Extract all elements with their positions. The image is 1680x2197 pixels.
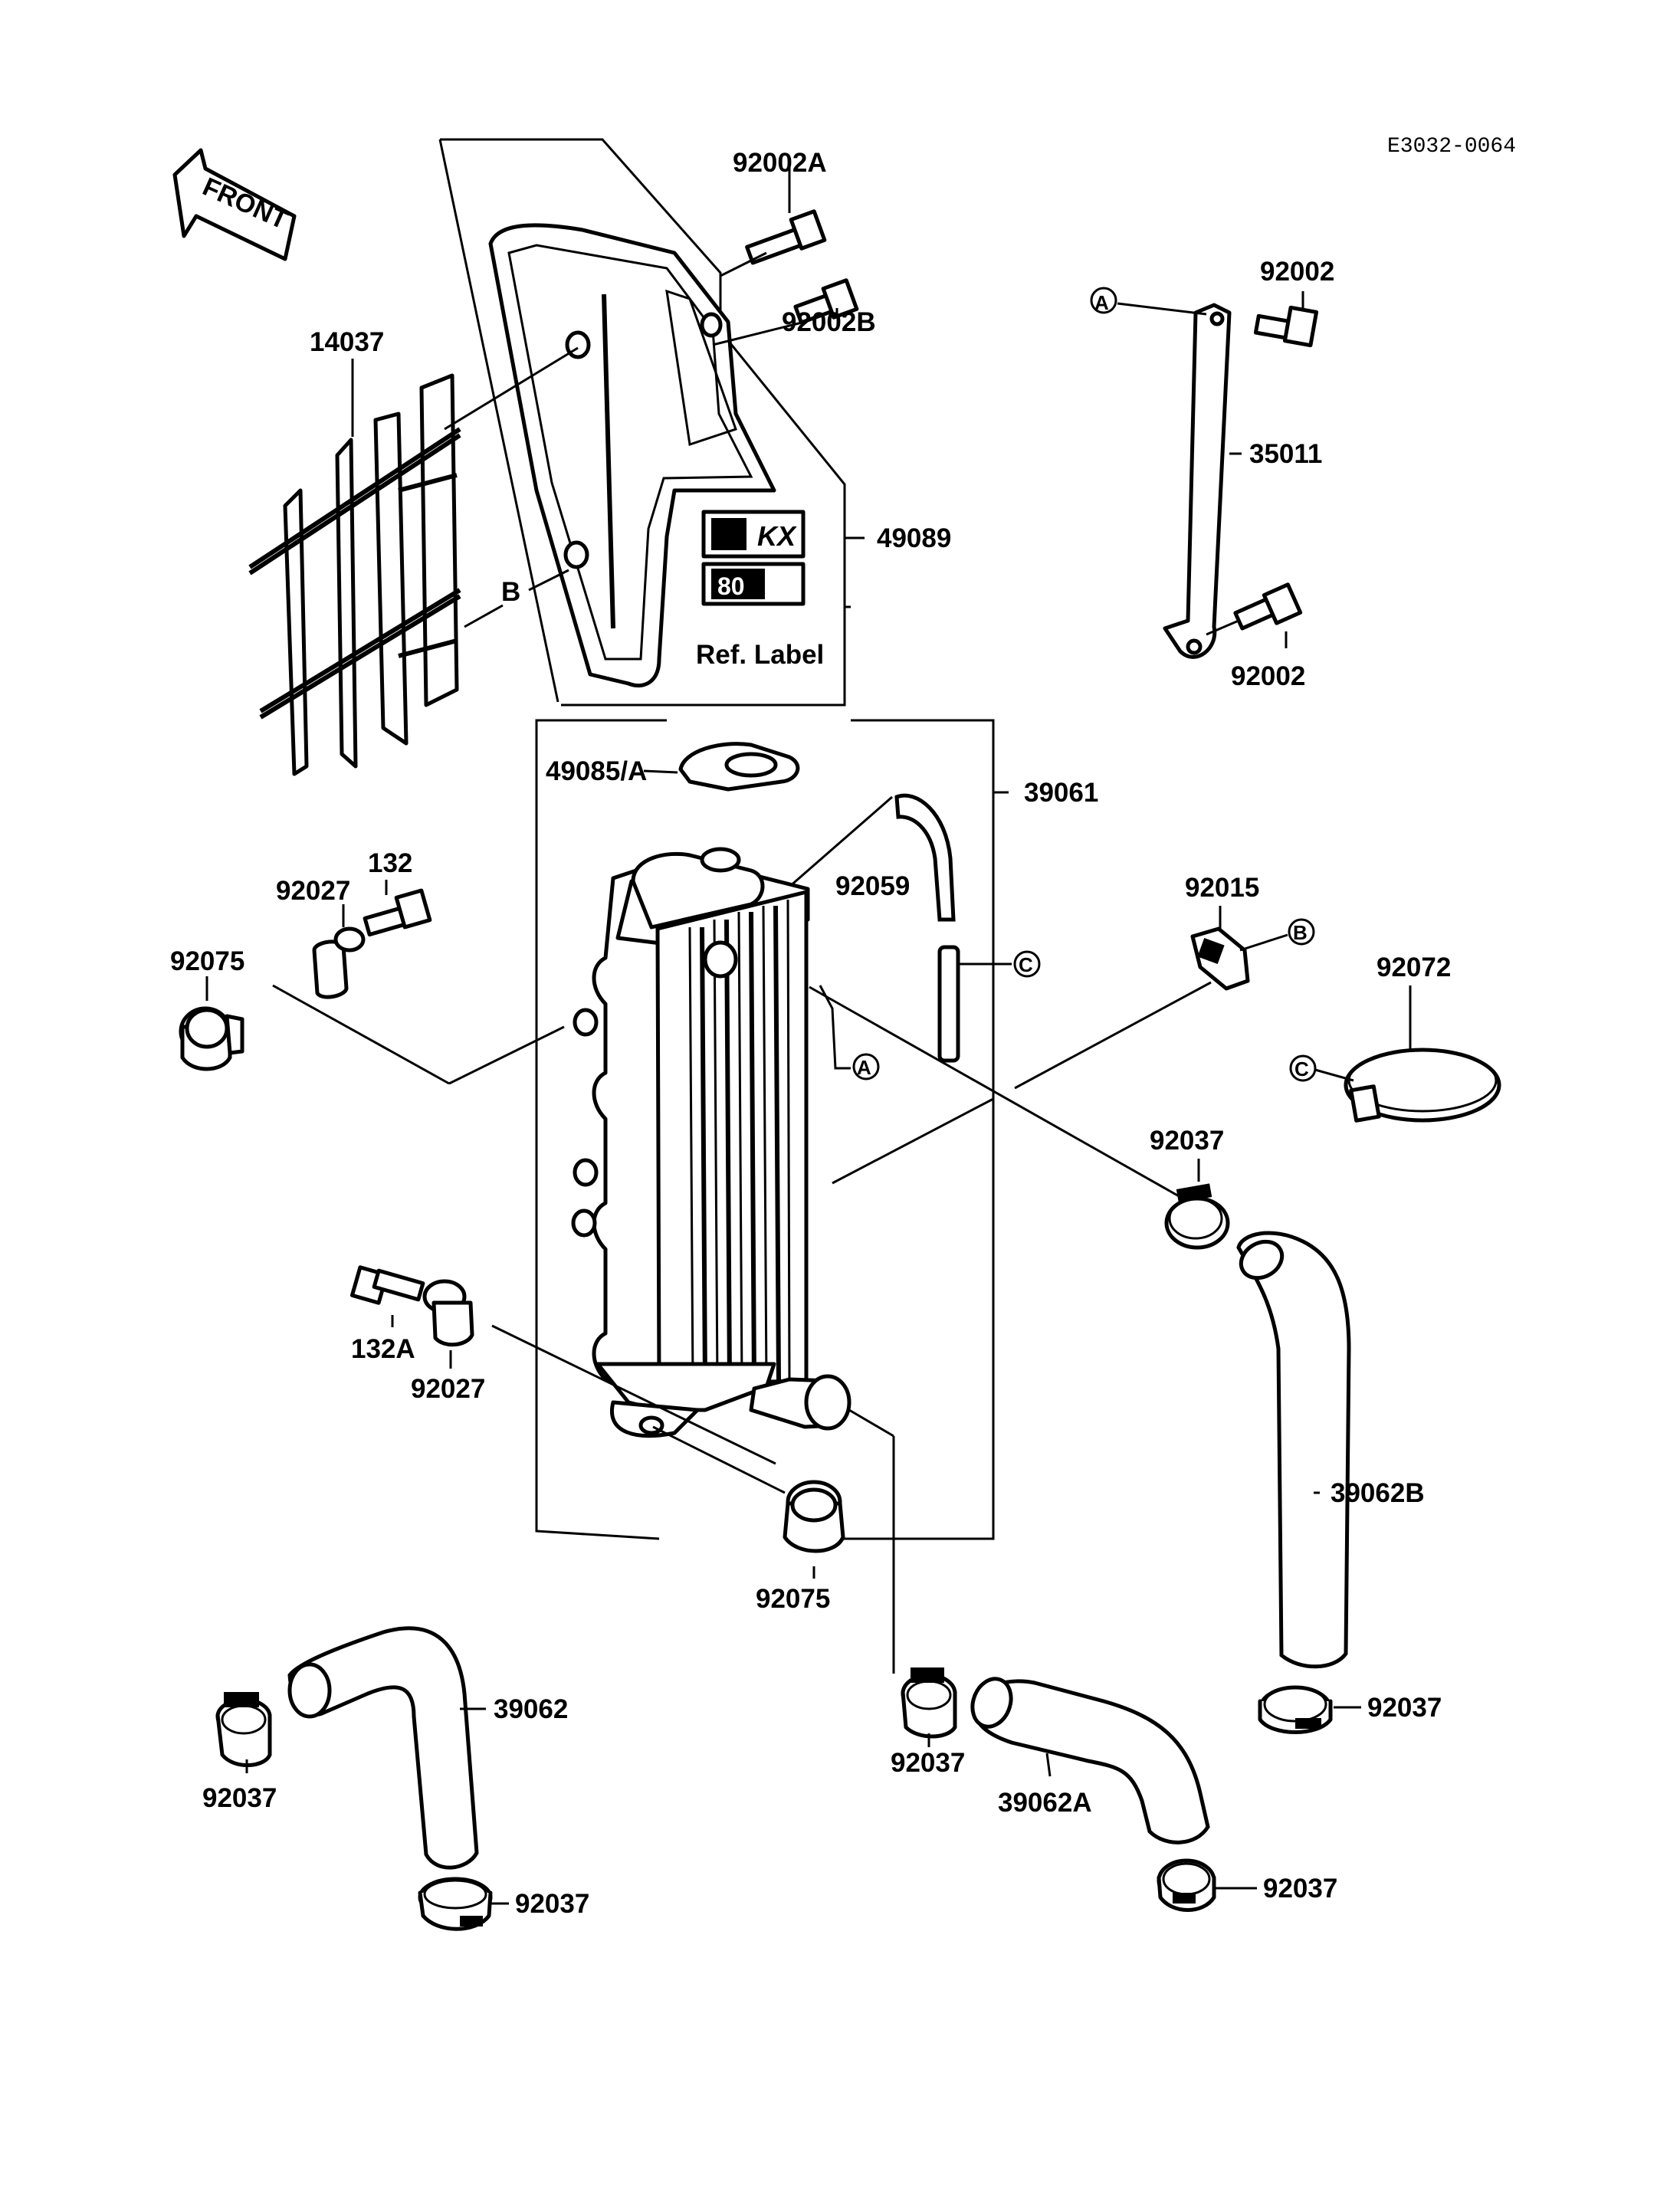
grommet-92075-left-icon [179,1006,244,1071]
stay-35011 [1163,303,1232,659]
callout-c-top: C [1019,953,1033,976]
grommet-92075-bottom-icon [783,1480,845,1553]
radiator-grille-14037 [248,373,461,776]
label-132a: 132A [351,1334,415,1364]
grommet-92015-icon [1190,926,1250,991]
label-92037-lower-left: 92037 [515,1889,589,1919]
callout-c-right: C [1294,1058,1309,1080]
label-92037-mid: 92037 [1150,1126,1224,1156]
label-35011: 35011 [1249,439,1322,469]
label-92002-top: 92002 [1260,257,1334,287]
bolt-92002-top-icon [1253,305,1319,348]
clamp-92037-left-icon [215,1692,272,1767]
label-39062: 39062 [494,1694,568,1724]
clamp-92037-lower-right-icon [1157,1858,1216,1912]
clamp-92037-mid-icon [1164,1183,1230,1250]
label-92059: 92059 [835,871,910,901]
label-92037-center: 92037 [891,1748,965,1778]
label-92037-right: 92037 [1367,1693,1442,1723]
label-14037: 14037 [310,327,384,357]
label-39062b: 39062B [1331,1478,1425,1508]
bolt-92002a-icon [745,209,827,265]
clamp-92037-right-icon [1258,1685,1333,1734]
callout-a-top: A [1094,291,1109,314]
callout-b-right: B [1293,921,1308,944]
ref-label: Ref. Label [696,640,824,670]
label-39062a: 39062A [998,1788,1092,1818]
decal-kx-text: KX [757,520,797,552]
diagram-ref-code: E3032-0064 [1387,135,1516,159]
clamp-92037-lower-left-icon [418,1877,493,1931]
band-92072-icon [1344,1048,1501,1123]
collar-92027-top-icon [312,926,366,999]
bolt-132a-icon [349,1265,425,1305]
front-arrow-icon: FRONT [172,148,297,261]
clamp-92037-center-icon [901,1667,957,1739]
label-92075-bottom: 92075 [756,1584,830,1614]
label-92027-top: 92027 [276,876,350,906]
hose-39062a [971,1679,1210,1844]
callout-a-mid: A [857,1056,871,1079]
label-92075-left: 92075 [170,946,244,976]
overflow-tube-92059 [894,793,956,922]
label-92002b: 92002B [782,307,876,337]
collar-92027-bottom-icon [422,1279,474,1347]
label-49089: 49089 [877,523,951,553]
bolt-132-icon [363,888,432,937]
label-92072: 92072 [1376,953,1451,982]
label-132: 132 [368,848,412,878]
label-92015: 92015 [1185,873,1259,903]
label-92037-left: 92037 [202,1783,277,1813]
label-49085a: 49085/A [546,756,647,786]
hose-39062 [287,1626,479,1870]
callout-b-left: B [501,577,520,607]
label-39061: 39061 [1024,778,1098,808]
label-92002-bottom: 92002 [1231,661,1305,691]
decal-80-text: 80 [717,572,745,600]
label-92037-lower-right: 92037 [1263,1874,1337,1904]
bolt-92002-bottom-icon [1233,582,1303,631]
radiator-core [571,847,851,1438]
label-92002a: 92002A [733,148,827,178]
label-92027-bottom: 92027 [411,1374,485,1404]
shroud-group: KX 80 Ref. Label [438,138,865,707]
bolt-92002b-icon [793,278,859,325]
hose-39062b [1236,1231,1351,1669]
